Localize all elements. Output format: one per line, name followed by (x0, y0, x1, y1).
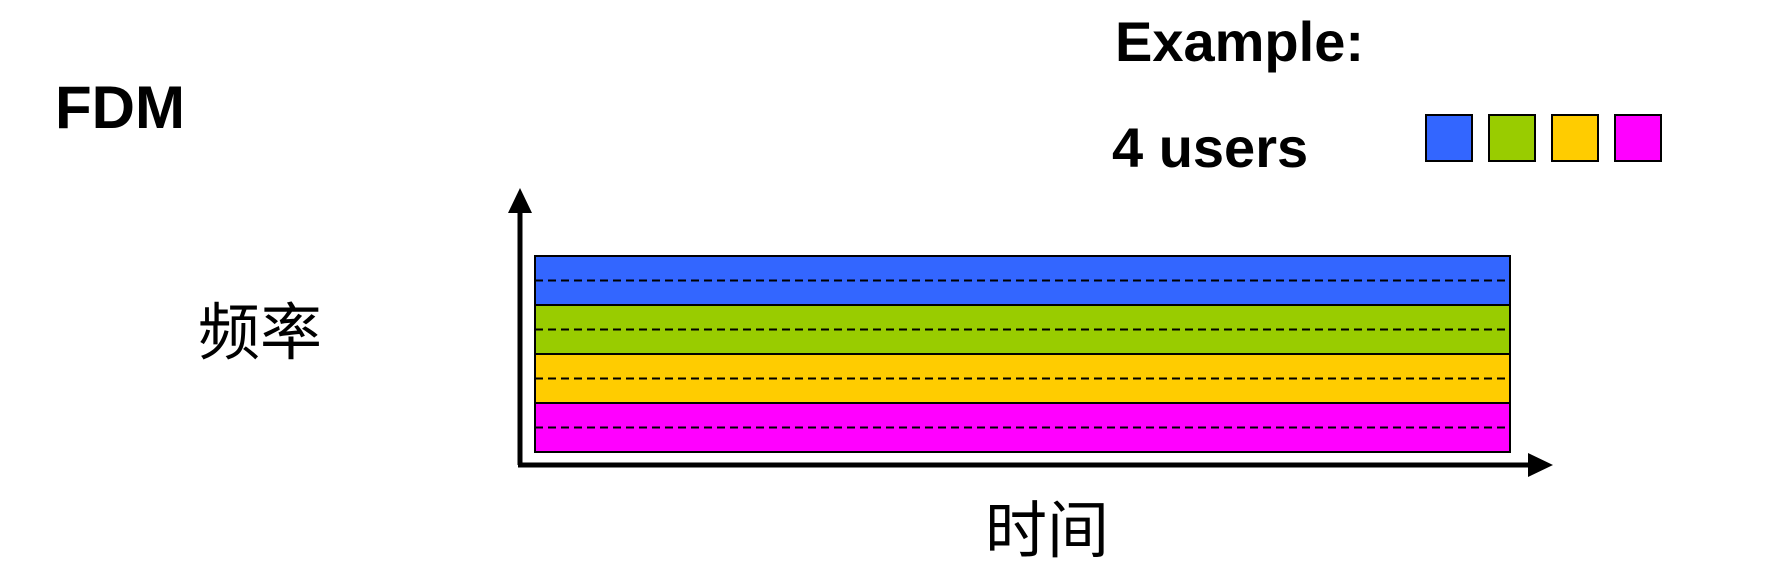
frequency-bands (534, 255, 1511, 453)
legend-swatch-user4 (1614, 114, 1662, 162)
legend-swatch-user2 (1488, 114, 1536, 162)
y-axis-label: 频率 (198, 296, 323, 369)
fdm-diagram (508, 188, 1553, 477)
x-axis-arrow-icon (1528, 453, 1553, 477)
users-label: 4 users (1112, 116, 1309, 179)
user-legend (1425, 114, 1662, 164)
page-title: FDM (55, 74, 185, 141)
example-heading: Example: (1115, 10, 1364, 73)
axes (508, 188, 1553, 477)
x-axis-label: 时间 (985, 494, 1110, 567)
legend-swatch-user1 (1425, 114, 1473, 162)
y-axis-arrow-icon (508, 188, 532, 213)
legend-swatch-user3 (1551, 114, 1599, 162)
